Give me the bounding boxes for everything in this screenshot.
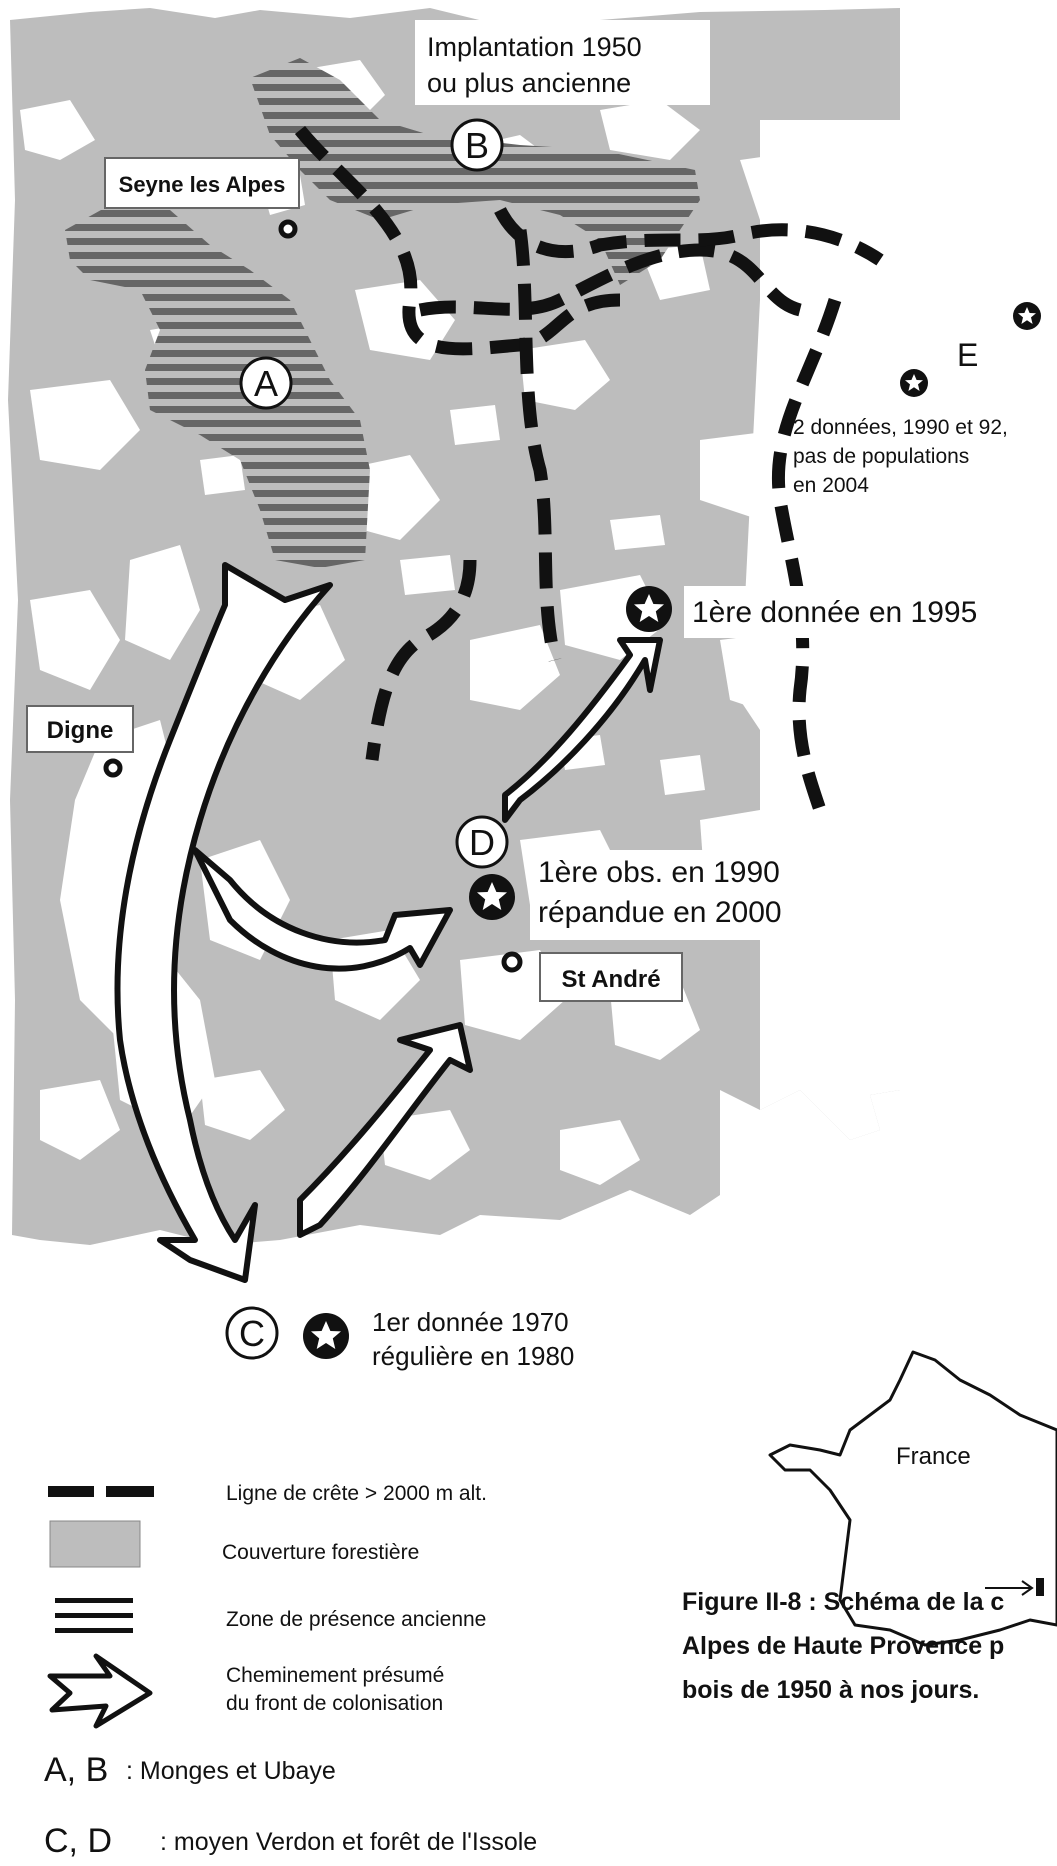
svg-text:France: France	[896, 1443, 971, 1470]
old-presence-zones	[65, 58, 700, 568]
letter-markers: A B C D E	[225, 118, 978, 1360]
st-andre-dot	[501, 951, 523, 973]
colonisation-arrows	[114, 562, 663, 1283]
legend-key-ab: A, B : Monges et Ubaye	[44, 1751, 336, 1789]
svg-text:Digne: Digne	[47, 717, 114, 744]
svg-text:régulière en 1980: régulière en 1980	[372, 1341, 574, 1371]
digne-label-box: Digne	[26, 705, 134, 753]
france-inset: France	[768, 1350, 1057, 1647]
top-note: Implantation 1950 ou plus ancienne	[415, 20, 710, 105]
star-1995	[626, 586, 672, 632]
note-c: 1er donnée 1970 régulière en 1980	[362, 1300, 622, 1376]
svg-text:Ligne de crête > 2000 m alt.: Ligne de crête > 2000 m alt.	[226, 1482, 487, 1505]
svg-text:: moyen Verdon et forêt de l'I: : moyen Verdon et forêt de l'Issole	[160, 1828, 537, 1856]
star-markers	[303, 302, 1041, 1359]
town-symbols	[103, 219, 523, 973]
svg-text:Seyne les Alpes: Seyne les Alpes	[119, 172, 286, 197]
digne-dot	[103, 758, 123, 778]
note-d: 1ère obs. en 1990 répandue en 2000	[530, 850, 852, 940]
seyne-dot	[278, 219, 298, 239]
legend-key-cd: C, D : moyen Verdon et forêt de l'Issole	[44, 1822, 537, 1860]
svg-text:du front de colonisation: du front de colonisation	[226, 1692, 443, 1715]
svg-text:D: D	[469, 822, 495, 863]
legend-item-ridge: Ligne de crête > 2000 m alt.	[48, 1482, 487, 1505]
svg-text:Cheminement présumé: Cheminement présumé	[226, 1664, 444, 1687]
svg-text:pas de populations: pas de populations	[793, 445, 969, 468]
svg-text:en 2004: en 2004	[793, 474, 869, 497]
figure-caption: Figure II-8 : Schéma de la c Alpes de Ha…	[682, 1588, 1005, 1704]
arrow-outline-icon	[47, 1653, 153, 1729]
svg-text:St André: St André	[561, 966, 660, 993]
svg-text:2 données, 1990 et 92,: 2 données, 1990 et 92,	[793, 416, 1008, 439]
svg-text:répandue en 2000: répandue en 2000	[538, 896, 782, 929]
arrow-c-to-d	[297, 1022, 473, 1238]
svg-text:A, B: A, B	[44, 1751, 108, 1789]
note-1995: 1ère donnée en 1995	[684, 586, 1057, 638]
svg-text:: Monges et Ubaye: : Monges et Ubaye	[126, 1757, 336, 1785]
france-outline	[768, 1350, 1057, 1647]
svg-text:C, D: C, D	[44, 1822, 112, 1860]
marker-c: C	[225, 1306, 279, 1360]
svg-text:Couverture forestière: Couverture forestière	[222, 1541, 419, 1564]
dashed-line-icon	[48, 1486, 94, 1497]
arrow-to-d	[192, 847, 453, 972]
note-e: 2 données, 1990 et 92, pas de population…	[793, 416, 1008, 497]
svg-text:B: B	[465, 125, 489, 166]
svg-text:1ère obs. en 1990: 1ère obs. en 1990	[538, 856, 780, 889]
svg-text:1er donnée 1970: 1er donnée 1970	[372, 1307, 569, 1337]
svg-text:Zone de présence ancienne: Zone de présence ancienne	[226, 1608, 486, 1631]
star-e1	[1013, 302, 1041, 330]
svg-text:C: C	[239, 1313, 265, 1354]
seyne-label-box: Seyne les Alpes	[104, 157, 300, 209]
marker-e: E	[957, 337, 978, 373]
arrow-west-south	[114, 562, 333, 1283]
svg-text:A: A	[254, 363, 278, 404]
star-d	[469, 874, 515, 920]
ridge-lines	[294, 125, 884, 813]
st-andre-label-box: St André	[539, 952, 683, 1002]
study-area-marker	[1036, 1578, 1044, 1596]
grey-box-icon	[49, 1520, 141, 1568]
legend: Ligne de crête > 2000 m alt. Couverture …	[44, 1482, 537, 1860]
marker-d: D	[455, 815, 509, 869]
legend-item-hatch: Zone de présence ancienne	[55, 1598, 486, 1633]
marker-b: B	[450, 118, 504, 172]
star-c	[303, 1313, 349, 1359]
legend-item-forest: Couverture forestière	[49, 1520, 419, 1568]
star-e2	[900, 369, 928, 397]
marker-a: A	[239, 356, 293, 410]
svg-text:1ère donnée en 1995: 1ère donnée en 1995	[692, 596, 977, 629]
svg-text:ou plus ancienne: ou plus ancienne	[427, 68, 631, 98]
svg-text:Implantation 1950: Implantation 1950	[427, 32, 642, 62]
legend-item-arrow: Cheminement présumé du front de colonisa…	[47, 1653, 444, 1729]
hatch-lines-icon	[55, 1598, 133, 1633]
arrow-d-to-1995	[502, 637, 663, 823]
